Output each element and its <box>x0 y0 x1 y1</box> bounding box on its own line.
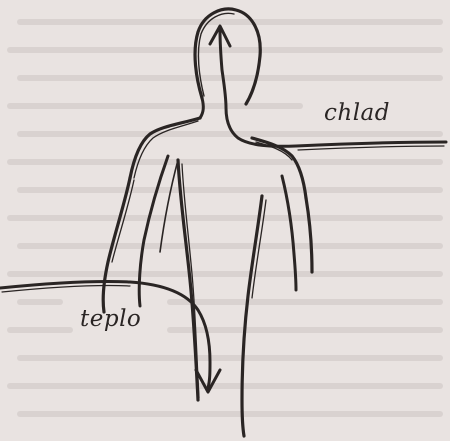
cold-label: chlad <box>324 100 390 126</box>
warm-label: teplo <box>80 306 141 332</box>
